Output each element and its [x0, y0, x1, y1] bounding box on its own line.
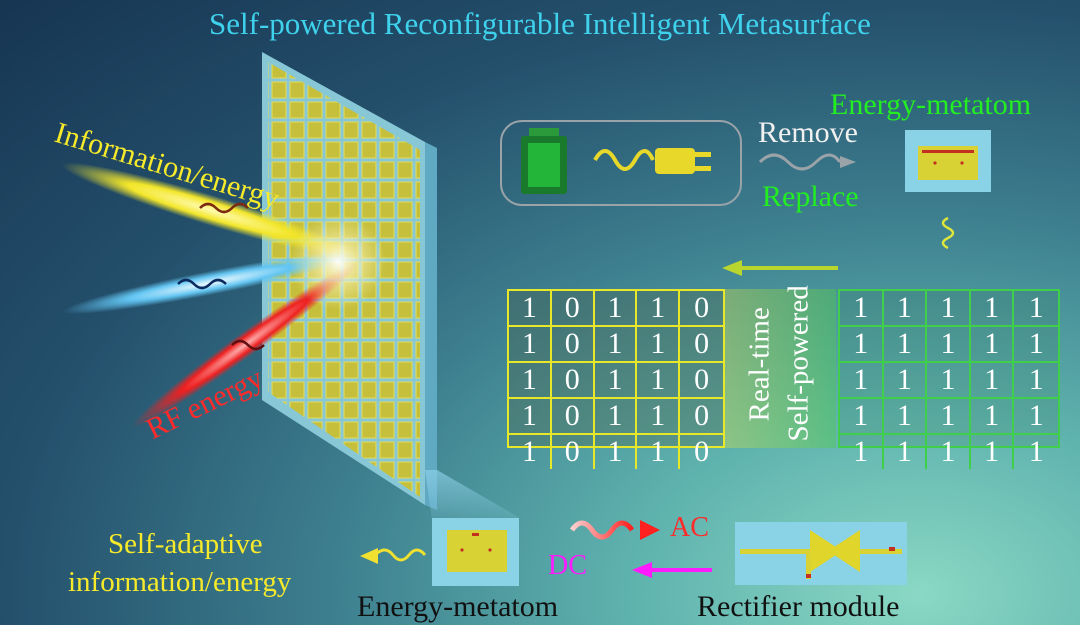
coding-cell: 1 — [883, 327, 928, 363]
small-wave-icon — [941, 216, 955, 250]
beam-focus-glow — [290, 214, 386, 310]
coding-cell: 1 — [970, 291, 1015, 327]
coding-cell: 0 — [551, 327, 595, 363]
coding-cell: 1 — [637, 435, 681, 469]
coding-cell: 0 — [551, 363, 595, 399]
rectifier-module-label: Rectifier module — [697, 590, 900, 623]
coding-cell: 1 — [637, 327, 681, 363]
battery-icon — [521, 128, 567, 194]
remove-arrow — [758, 153, 842, 171]
coding-cell: 1 — [840, 435, 884, 469]
coding-cell: 0 — [680, 327, 723, 363]
coding-cell: 1 — [637, 291, 681, 327]
coding-cell: 1 — [637, 363, 681, 399]
coding-cell: 1 — [1028, 435, 1044, 468]
coding-cell: 0 — [551, 399, 595, 435]
coding-cell: 1 — [509, 363, 552, 399]
coding-cell: 1 — [1014, 327, 1058, 363]
rf-wave-icon — [231, 339, 265, 351]
coding-cell: 1 — [595, 435, 638, 469]
coding-cell: 1 — [927, 435, 971, 469]
energy-metatom-top-icon — [905, 130, 991, 192]
coding-cell: 1 — [840, 327, 884, 363]
output-wave-arrow — [373, 548, 427, 562]
coding-cell: 1 — [884, 435, 928, 469]
coding-cell: 0 — [680, 399, 723, 435]
coding-cell: 1 — [594, 327, 638, 363]
coding-cell: 1 — [1014, 399, 1058, 435]
dc-label: DC — [548, 550, 587, 581]
ac-label: AC — [670, 512, 709, 543]
coding-cell: 1 — [840, 291, 884, 327]
power-supply-box — [500, 120, 742, 206]
self-powered-label: Self-powered — [782, 285, 815, 442]
coding-cell: 1 — [1014, 363, 1058, 399]
coding-cell: 0 — [680, 363, 723, 399]
coding-cell: 1 — [509, 399, 552, 435]
diagram-title: Self-powered Reconfigurable Intelligent … — [209, 6, 871, 41]
coding-cell: 0 — [680, 291, 723, 327]
coding-cell: 1 — [883, 291, 928, 327]
ac-wave-arrow — [569, 520, 635, 540]
energy-metatom-top-label: Energy-metatom — [830, 88, 1032, 121]
coding-cell: 1 — [970, 363, 1015, 399]
coding-cell: 0 — [551, 291, 595, 327]
metatom-zoom-projection — [425, 470, 520, 520]
coding-cell: 1 — [840, 399, 884, 435]
coding-cell: 1 — [970, 399, 1015, 435]
coding-cell: 1 — [509, 291, 552, 327]
info-wave-icon — [199, 202, 249, 214]
coding-cell: 1 — [594, 291, 638, 327]
coding-cell: 1 — [927, 291, 971, 327]
coding-cell: 1 — [883, 363, 928, 399]
energy-metatom-bottom-icon — [432, 518, 519, 586]
energy-metatom-bottom-label: Energy-metatom — [357, 590, 559, 623]
power-plug-icon — [593, 148, 711, 174]
coding-cell: 1 — [883, 399, 928, 435]
coding-cell: 1 — [927, 399, 971, 435]
coding-cell: 0 — [552, 435, 595, 469]
self-powered-transition-band — [723, 289, 836, 448]
coding-cell: 1 — [637, 399, 681, 435]
coding-cell: 0 — [694, 435, 710, 468]
information-energy-output-label: information/energy — [68, 566, 292, 598]
rf-energy-beam — [131, 262, 359, 428]
coding-cell: 1 — [1014, 291, 1058, 327]
self-adaptive-label: Self-adaptive — [108, 528, 263, 560]
information-beam — [61, 162, 359, 258]
coding-cell: 1 — [927, 363, 971, 399]
coding-cell: 1 — [971, 435, 1015, 469]
coding-cell: 1 — [970, 327, 1015, 363]
coding-cell: 1 — [927, 327, 971, 363]
coding-cell: 1 — [509, 327, 552, 363]
replace-label: Replace — [762, 180, 859, 213]
rectifier-module-icon — [735, 522, 907, 585]
real-time-label: Real-time — [743, 307, 776, 422]
coding-cell: 1 — [840, 363, 884, 399]
remove-label: Remove — [758, 116, 858, 149]
coding-cell: 1 — [594, 399, 638, 435]
coding-cell: 1 — [509, 435, 552, 469]
comm-wave-icon — [177, 278, 227, 290]
coding-cell: 1 — [594, 363, 638, 399]
